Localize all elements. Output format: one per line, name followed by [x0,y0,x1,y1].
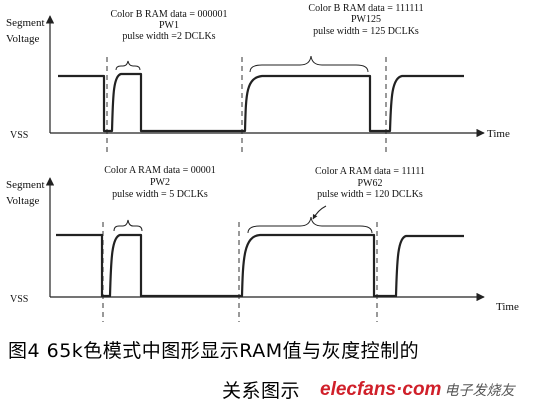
figure-caption-line2: 关系图示 [222,380,301,402]
bottom-pulse1-line1: Color A RAM data = 00001 [104,165,215,176]
figure-caption-line1: 图4 65k色模式中图形显示RAM值与灰度控制的 [8,340,420,362]
bottom-panel: Segment Voltage Time VSS Color A RAM dat… [6,165,519,322]
top-y-label-voltage: Voltage [6,33,40,45]
bottom-pulse1-line2: PW2 [150,177,170,188]
bottom-vss-label: VSS [10,294,28,305]
bottom-pulse2-line3: pulse width = 120 DCLKs [317,189,423,200]
top-pulse2-line3: pulse width = 125 DCLKs [313,26,419,37]
top-pulse1-line3: pulse width =2 DCLKs [122,31,215,42]
bottom-time-label: Time [496,301,519,313]
bottom-pulse1-brace [113,219,143,232]
bottom-pulse2-pointer [312,205,327,220]
bottom-y-label-voltage: Voltage [6,195,40,207]
top-pulse1-line1: Color B RAM data = 000001 [110,9,227,20]
watermark-chinese: 电子发烧友 [444,382,515,398]
top-period-markers [106,57,387,155]
bottom-pulse1-line3: pulse width = 5 DCLKs [112,189,208,200]
bottom-y-label-segment: Segment [6,179,45,191]
top-pulse1-line2: PW1 [159,20,179,31]
bottom-pulse2-line1: Color A RAM data = 11111 [315,166,425,177]
bottom-period-markers [102,222,378,322]
bottom-waveform [56,233,464,298]
watermark-brand: elecfans·com [320,379,442,400]
top-pulse2-line2: PW125 [351,14,381,25]
top-pulse1-brace [115,60,141,71]
timing-diagram: Segment Voltage Time VSS Color B RAM dat… [6,3,519,322]
top-vss-label: VSS [10,130,28,141]
bottom-pulse2-line2: PW62 [358,178,383,189]
bottom-pulse2-brace [247,216,373,234]
top-pulse2-line1: Color B RAM data = 111111 [308,3,423,14]
top-waveform [58,72,464,133]
top-panel: Segment Voltage Time VSS Color B RAM dat… [6,3,510,155]
top-time-label: Time [487,128,510,140]
top-y-label-segment: Segment [6,17,45,29]
top-pulse2-brace [249,55,369,73]
